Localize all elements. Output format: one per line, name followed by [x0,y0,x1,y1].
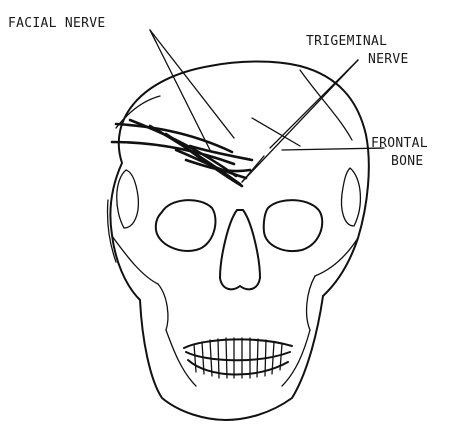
cheekbone-right [307,276,315,330]
skull-outline [110,62,368,421]
left-eye-socket [156,200,216,251]
label-trigeminal-nerve-line2: NERVE [368,52,409,67]
teeth [184,338,292,378]
cheekbone-left [158,284,168,330]
label-facial-nerve: FACIAL NERVE [8,16,106,31]
label-trigeminal-nerve-line1: TRIGEMINAL [306,34,387,49]
nasal-cavity [220,210,260,289]
jaw-line [166,330,196,386]
label-frontal-bone-line2: BONE [391,154,424,169]
jaw-line-right [282,330,310,386]
cranial-sutures [107,70,352,262]
label-frontal-bone-line1: FRONTAL [371,136,428,151]
right-eye-socket [264,200,323,251]
